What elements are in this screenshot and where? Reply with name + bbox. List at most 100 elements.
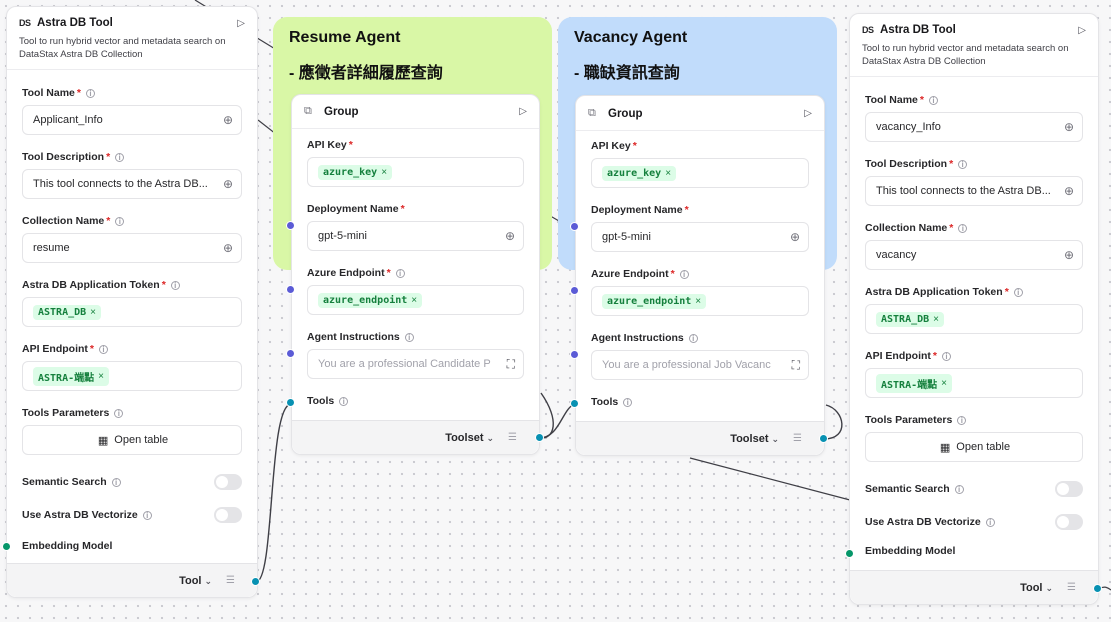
tools-input-handle[interactable]: [570, 399, 579, 408]
api-key-input[interactable]: azure_key×: [591, 158, 809, 188]
application-token-input[interactable]: ASTRA_DB×: [22, 297, 242, 327]
info-icon: i: [339, 396, 349, 406]
api-endpoint-input[interactable]: ASTRA-端點×: [22, 361, 242, 391]
toolset-output-dropdown[interactable]: Toolset⌄: [445, 431, 495, 444]
azure-endpoint-input[interactable]: azure_endpoint×: [307, 285, 524, 315]
astra-db-tool-node-right[interactable]: DS Astra DB Tool ▷ Tool to run hybrid ve…: [849, 13, 1099, 605]
info-icon: i: [115, 216, 125, 226]
azure-endpoint-label: Azure Endpoint*i: [307, 267, 524, 279]
globe-icon[interactable]: ⊕: [1063, 120, 1074, 134]
azure-endpoint-handle[interactable]: [570, 286, 579, 295]
api-key-handle[interactable]: [286, 221, 295, 230]
embedding-model-label: Embedding Model: [865, 545, 956, 557]
collection-name-label: Collection Name*i: [865, 222, 1083, 234]
api-key-input[interactable]: azure_key×: [307, 157, 524, 187]
info-icon: i: [985, 517, 995, 527]
remove-chip-icon[interactable]: ×: [411, 294, 418, 306]
variable-chip: ASTRA_DB×: [876, 311, 945, 327]
api-endpoint-input[interactable]: ASTRA-端點×: [865, 368, 1083, 398]
variable-chip: ASTRA_DB×: [33, 304, 102, 320]
remove-chip-icon[interactable]: ×: [665, 167, 672, 179]
chevron-down-icon: ⌄: [771, 433, 780, 444]
toolset-output-dropdown[interactable]: Toolset⌄: [730, 432, 780, 445]
remove-chip-icon[interactable]: ×: [381, 166, 388, 178]
embedding-model-handle[interactable]: [2, 542, 11, 551]
application-token-label: Astra DB Application Token*i: [22, 279, 242, 291]
tool-output-dropdown[interactable]: Tool⌄: [1020, 581, 1054, 594]
edge-left-tool-to-resume-tools: [255, 403, 292, 583]
toolset-output-handle[interactable]: [535, 433, 544, 442]
tools-input-handle[interactable]: [286, 398, 295, 407]
open-table-button[interactable]: ▦Open table: [22, 425, 242, 455]
azure-endpoint-label: Azure Endpoint*i: [591, 268, 809, 280]
astra-db-tool-node-left[interactable]: DS Astra DB Tool ▷ Tool to run hybrid ve…: [6, 6, 258, 598]
application-token-input[interactable]: ASTRA_DB×: [865, 304, 1083, 334]
globe-icon[interactable]: ⊕: [1063, 184, 1074, 198]
tool-name-input[interactable]: vacancy_Info⊕: [865, 112, 1083, 142]
expand-icon[interactable]: ⛶: [506, 356, 515, 371]
open-table-button[interactable]: ▦Open table: [865, 432, 1083, 462]
azure-endpoint-handle[interactable]: [286, 285, 295, 294]
expand-icon[interactable]: ⛶: [791, 357, 800, 372]
instructions-handle[interactable]: [570, 350, 579, 359]
collection-name-input[interactable]: resume⊕: [22, 233, 242, 263]
note-subtitle: - 應徵者詳細履歷查詢: [289, 65, 443, 82]
note-title: Resume Agent: [289, 29, 401, 46]
resume-group-node[interactable]: ⧉ Group ▷ API Key* azure_key× Deployment…: [291, 94, 540, 455]
edge-vacancy-toolset-to-right: [823, 404, 843, 440]
agent-instructions-input[interactable]: You are a professional Candidate P⛶: [307, 349, 524, 379]
play-icon[interactable]: ▷: [519, 106, 527, 117]
tool-output-handle[interactable]: [1093, 584, 1102, 593]
globe-icon[interactable]: ⊕: [789, 230, 800, 244]
remove-chip-icon[interactable]: ×: [90, 306, 97, 318]
globe-icon[interactable]: ⊕: [222, 177, 233, 191]
azure-endpoint-input[interactable]: azure_endpoint×: [591, 286, 809, 316]
filter-icon[interactable]: ☰: [508, 432, 517, 443]
filter-icon[interactable]: ☰: [793, 433, 802, 444]
filter-icon[interactable]: ☰: [226, 575, 235, 586]
vectorize-toggle[interactable]: [214, 507, 242, 523]
globe-icon[interactable]: ⊕: [222, 113, 233, 127]
embedding-model-handle[interactable]: [845, 549, 854, 558]
api-key-handle[interactable]: [570, 222, 579, 231]
collection-name-label: Collection Name*i: [22, 215, 242, 227]
agent-instructions-input[interactable]: You are a professional Job Vacanc⛶: [591, 350, 809, 380]
info-icon: i: [115, 152, 125, 162]
info-icon: i: [954, 484, 964, 494]
deployment-name-input[interactable]: gpt-5-mini⊕: [307, 221, 524, 251]
play-icon[interactable]: ▷: [237, 17, 245, 29]
remove-chip-icon[interactable]: ×: [941, 377, 947, 389]
toolset-output-handle[interactable]: [819, 434, 828, 443]
tool-output-dropdown[interactable]: Tool⌄: [179, 574, 213, 587]
remove-chip-icon[interactable]: ×: [695, 295, 702, 307]
globe-icon[interactable]: ⊕: [1063, 248, 1074, 262]
globe-icon[interactable]: ⊕: [504, 229, 515, 243]
info-icon: i: [111, 477, 121, 487]
deployment-name-input[interactable]: gpt-5-mini⊕: [591, 222, 809, 252]
deployment-name-label: Deployment Name*: [591, 204, 689, 216]
tool-description-input[interactable]: This tool connects to the Astra DB...⊕: [22, 169, 242, 199]
node-description: Tool to run hybrid vector and metadata s…: [850, 36, 1098, 77]
instructions-handle[interactable]: [286, 349, 295, 358]
tool-name-label: Tool Name*i: [865, 94, 1083, 106]
info-icon: i: [942, 351, 952, 361]
remove-chip-icon[interactable]: ×: [98, 370, 104, 382]
semantic-search-toggle[interactable]: [1055, 481, 1083, 497]
tool-name-input[interactable]: Applicant_Info⊕: [22, 105, 242, 135]
tool-output-handle[interactable]: [251, 577, 260, 586]
play-icon[interactable]: ▷: [1078, 24, 1086, 36]
play-icon[interactable]: ▷: [804, 108, 812, 119]
semantic-search-toggle[interactable]: [214, 474, 242, 490]
vectorize-toggle[interactable]: [1055, 514, 1083, 530]
info-icon: i: [86, 88, 95, 98]
globe-icon[interactable]: ⊕: [222, 241, 233, 255]
tool-description-input[interactable]: This tool connects to the Astra DB...⊕: [865, 176, 1083, 206]
tool-description-label: Tool Description*i: [22, 151, 242, 163]
filter-icon[interactable]: ☰: [1067, 582, 1076, 593]
vacancy-group-node[interactable]: ⧉ Group ▷ API Key* azure_key× Deployment…: [575, 95, 825, 456]
collection-name-input[interactable]: vacancy⊕: [865, 240, 1083, 270]
remove-chip-icon[interactable]: ×: [933, 313, 940, 325]
